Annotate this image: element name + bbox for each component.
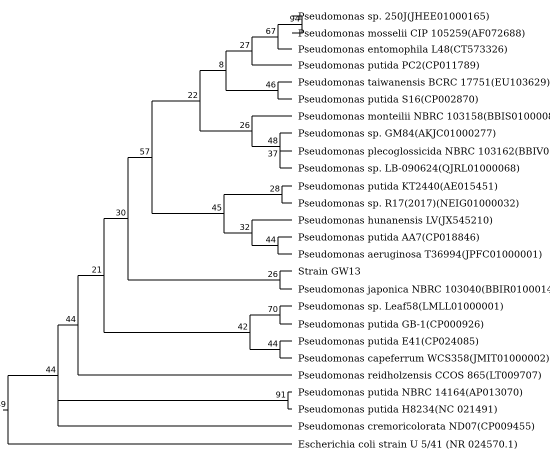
taxon-label: Pseudomonas putida NBRC 14164(AP013070): [298, 388, 523, 399]
bootstrap-value: 21: [92, 264, 102, 274]
taxon-label: Pseudomonas sp. Leaf58(LMLL01000001): [298, 302, 504, 313]
taxon-label: Pseudomonas japonica NBRC 103040(BBIR010…: [298, 285, 550, 296]
bootstrap-value: 22: [188, 90, 198, 100]
bootstrap-value: 94: [290, 14, 300, 24]
taxon-label: Pseudomonas plecoglossicida NBRC 103162(…: [298, 147, 550, 158]
taxon-label: Pseudomonas putida S16(CP002870): [298, 95, 478, 106]
taxon-label: Pseudomonas sp. LB-090624(QJRL01000068): [298, 164, 520, 175]
bootstrap-value: 46: [266, 80, 276, 90]
bootstrap-value: 26: [268, 269, 278, 279]
bootstrap-value: 44: [268, 339, 278, 349]
taxon-label: Pseudomonas mosselii CIP 105259(AF072688…: [298, 29, 525, 40]
taxon-label: Pseudomonas reidholzensis CCOS 865(LT009…: [298, 371, 542, 382]
bootstrap-value: 44: [46, 365, 56, 375]
bootstrap-value: 37: [268, 149, 278, 159]
bootstrap-value: 67: [266, 26, 276, 36]
bootstrap-value: 57: [140, 146, 150, 156]
taxon-label: Pseudomonas putida H8234(NC 021491): [298, 405, 497, 416]
taxon-label: Pseudomonas sp. R17(2017)(NEIG01000032): [298, 199, 519, 210]
taxon-label: Pseudomonas sp. GM84(AKJC01000277): [298, 129, 496, 140]
bootstrap-value: 30: [116, 208, 126, 218]
taxon-label: Pseudomonas capeferrum WCS358(JMIT010000…: [298, 354, 550, 365]
bootstrap-value: 44: [266, 235, 276, 245]
bootstrap-value: 91: [276, 390, 286, 400]
taxon-label: Pseudomonas taiwanensis BCRC 17751(EU103…: [298, 78, 550, 89]
bootstrap-value: 48: [268, 135, 278, 145]
bootstrap-value: 70: [268, 304, 278, 314]
bootstrap-value: 49: [0, 399, 6, 409]
taxon-label: Pseudomonas putida GB-1(CP000926): [298, 320, 484, 331]
taxon-label: Pseudomonas putida KT2440(AE015451): [298, 182, 498, 193]
bootstrap-value: 28: [270, 184, 280, 194]
bootstrap-value: 32: [240, 222, 250, 232]
taxon-label: Pseudomonas cremoricolorata ND07(CP00945…: [298, 422, 535, 433]
taxon-label: Pseudomonas monteilii NBRC 103158(BBIS01…: [298, 112, 550, 123]
bootstrap-value: 27: [240, 40, 250, 50]
taxon-label: Pseudomonas entomophila L48(CT573326): [298, 45, 508, 56]
bootstrap-value: 42: [238, 321, 248, 331]
bootstrap-value: 44: [66, 314, 76, 324]
taxon-label: Pseudomonas putida PC2(CP011789): [298, 61, 480, 72]
bootstrap-value: 8: [219, 60, 224, 70]
taxon-label: Pseudomonas aeruginosa T36994(JPFC010000…: [298, 250, 542, 261]
bootstrap-value: 26: [240, 120, 250, 130]
taxon-label: Pseudomonas sp. 250J(JHEE01000165): [298, 12, 490, 23]
taxon-label: Pseudomonas putida E41(CP024085): [298, 337, 479, 348]
taxon-label: Pseudomonas putida AA7(CP018846): [298, 233, 480, 244]
bootstrap-value: 45: [212, 203, 222, 213]
taxon-label: Pseudomonas hunanensis LV(JX545210): [298, 216, 493, 227]
taxon-label: Strain GW13: [298, 267, 361, 278]
taxon-label: Escherichia coli strain U 5/41 (NR 02457…: [298, 440, 518, 451]
